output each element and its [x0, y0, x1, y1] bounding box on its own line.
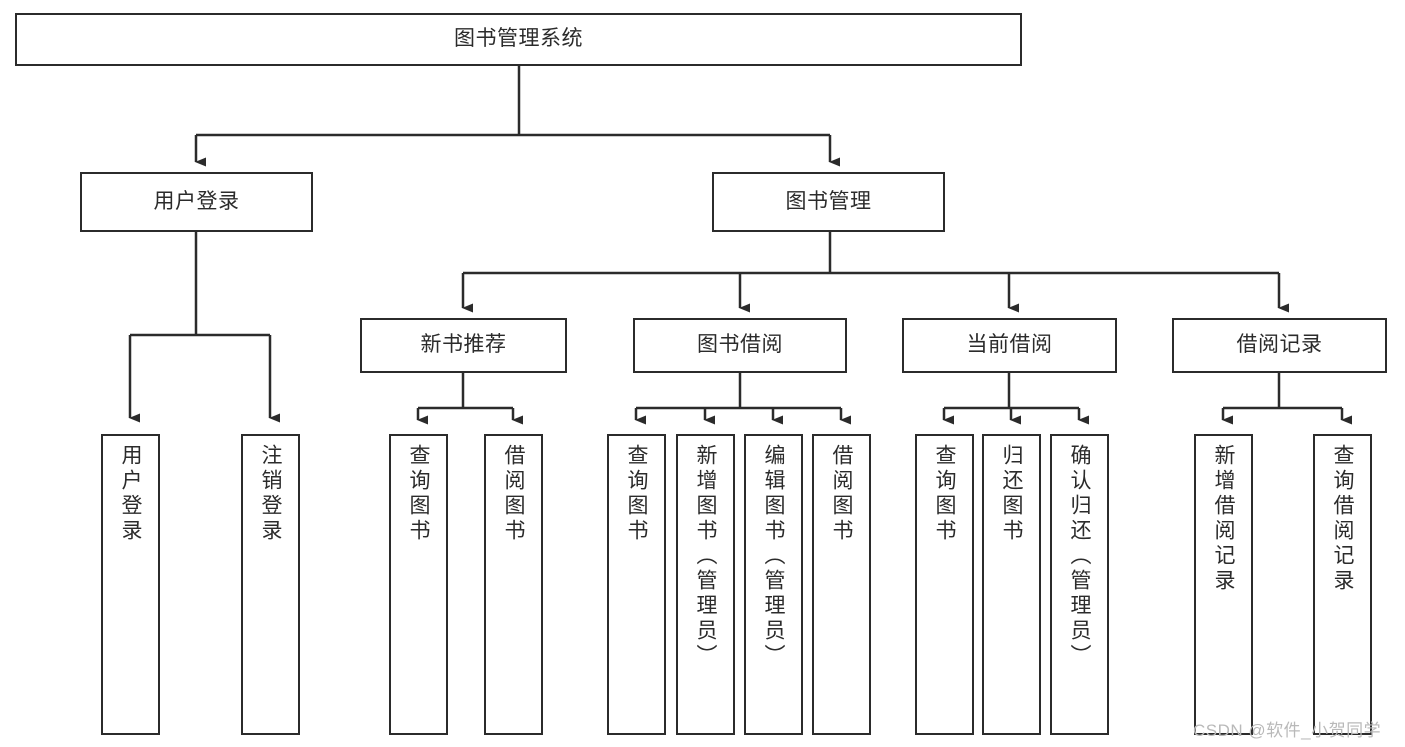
node-label: 图书管理系统 — [454, 27, 583, 51]
node-label: 归还图书 — [1000, 444, 1023, 544]
node-label: 图书管理 — [785, 189, 872, 213]
node-label: 新增借阅记录 — [1212, 444, 1235, 594]
node-leaf-borrow-book-1[interactable]: 借阅图书 — [484, 434, 543, 735]
node-leaf-logout-login[interactable]: 注销登录 — [241, 434, 300, 735]
node-current-borrow[interactable]: 当前借阅 — [902, 318, 1117, 373]
node-label: 查询借阅记录 — [1331, 444, 1354, 594]
node-leaf-query-borrow-record[interactable]: 查询借阅记录 — [1313, 434, 1372, 735]
node-label: 编辑图书（管理员） — [762, 444, 785, 669]
node-leaf-query-book-1[interactable]: 查询图书 — [389, 434, 448, 735]
node-leaf-confirm-return[interactable]: 确认归还（管理员） — [1050, 434, 1109, 735]
node-label: 新增图书（管理员） — [694, 444, 717, 669]
node-label: 图书借阅 — [697, 333, 783, 357]
node-new-book-recommend[interactable]: 新书推荐 — [360, 318, 567, 373]
node-label: 借阅图书 — [502, 444, 525, 544]
node-label: 确认归还（管理员） — [1068, 444, 1091, 669]
node-label: 注销登录 — [259, 444, 282, 544]
node-leaf-return-book[interactable]: 归还图书 — [982, 434, 1041, 735]
node-leaf-user-login[interactable]: 用户登录 — [101, 434, 160, 735]
node-leaf-query-book-3[interactable]: 查询图书 — [915, 434, 974, 735]
node-label: 查询图书 — [933, 444, 956, 544]
node-book-manage[interactable]: 图书管理 — [712, 172, 945, 232]
node-label: 查询图书 — [407, 444, 430, 544]
node-leaf-add-borrow-record[interactable]: 新增借阅记录 — [1194, 434, 1253, 735]
node-leaf-query-book-2[interactable]: 查询图书 — [607, 434, 666, 735]
node-label: 查询图书 — [625, 444, 648, 544]
node-root-book-management-system[interactable]: 图书管理系统 — [15, 13, 1022, 66]
node-label: 借阅记录 — [1236, 333, 1323, 357]
node-book-borrow[interactable]: 图书借阅 — [633, 318, 847, 373]
node-label: 用户登录 — [119, 444, 142, 544]
node-leaf-add-book[interactable]: 新增图书（管理员） — [676, 434, 735, 735]
node-leaf-edit-book[interactable]: 编辑图书（管理员） — [744, 434, 803, 735]
node-label: 当前借阅 — [966, 333, 1053, 357]
node-label: 借阅图书 — [830, 444, 853, 544]
node-leaf-borrow-book-2[interactable]: 借阅图书 — [812, 434, 871, 735]
node-label: 新书推荐 — [420, 333, 507, 357]
node-user-login[interactable]: 用户登录 — [80, 172, 313, 232]
node-borrow-record[interactable]: 借阅记录 — [1172, 318, 1387, 373]
node-label: 用户登录 — [153, 189, 240, 213]
